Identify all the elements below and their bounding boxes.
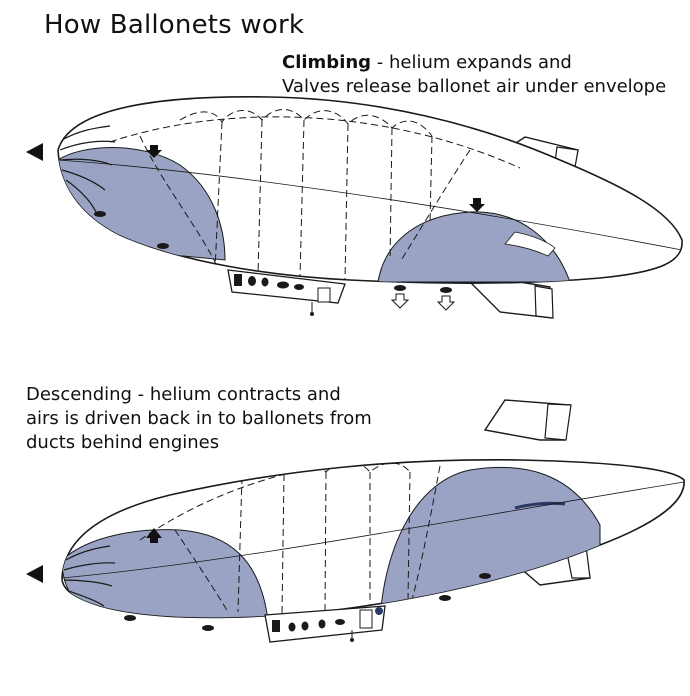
climbing-caption: Climbing - helium expands and Valves rel… (282, 51, 666, 99)
diagram-title: How Ballonets work (44, 10, 305, 40)
climbing-direction-arrow (26, 143, 43, 161)
descending-airship (26, 399, 685, 643)
climbing-air-release-arrow-1 (390, 293, 410, 309)
climbing-rear-arrow (469, 198, 485, 212)
climbing-caption-rest: - helium expands and (371, 52, 572, 73)
climbing-air-release-arrow-2 (436, 295, 456, 311)
descending-caption: Descending - helium contracts and airs i… (26, 383, 372, 455)
descending-caption-line-1: Descending - helium contracts and (26, 384, 341, 405)
descending-caption-line-2: airs is driven back in to ballonets from (26, 408, 372, 429)
climbing-gondola (227, 269, 346, 316)
descending-direction-arrow (26, 565, 43, 583)
climbing-airship (26, 96, 683, 319)
climbing-caption-line-2: Valves release ballonet air under envelo… (282, 76, 667, 97)
descending-caption-line-3: ducts behind engines (26, 432, 220, 453)
descending-gondola (264, 605, 386, 643)
climbing-caption-line-1: Climbing - helium expands and (282, 51, 666, 75)
descending-front-arrow (146, 528, 162, 543)
climbing-keyword: Climbing (282, 52, 372, 73)
climbing-front-arrow (146, 145, 162, 158)
